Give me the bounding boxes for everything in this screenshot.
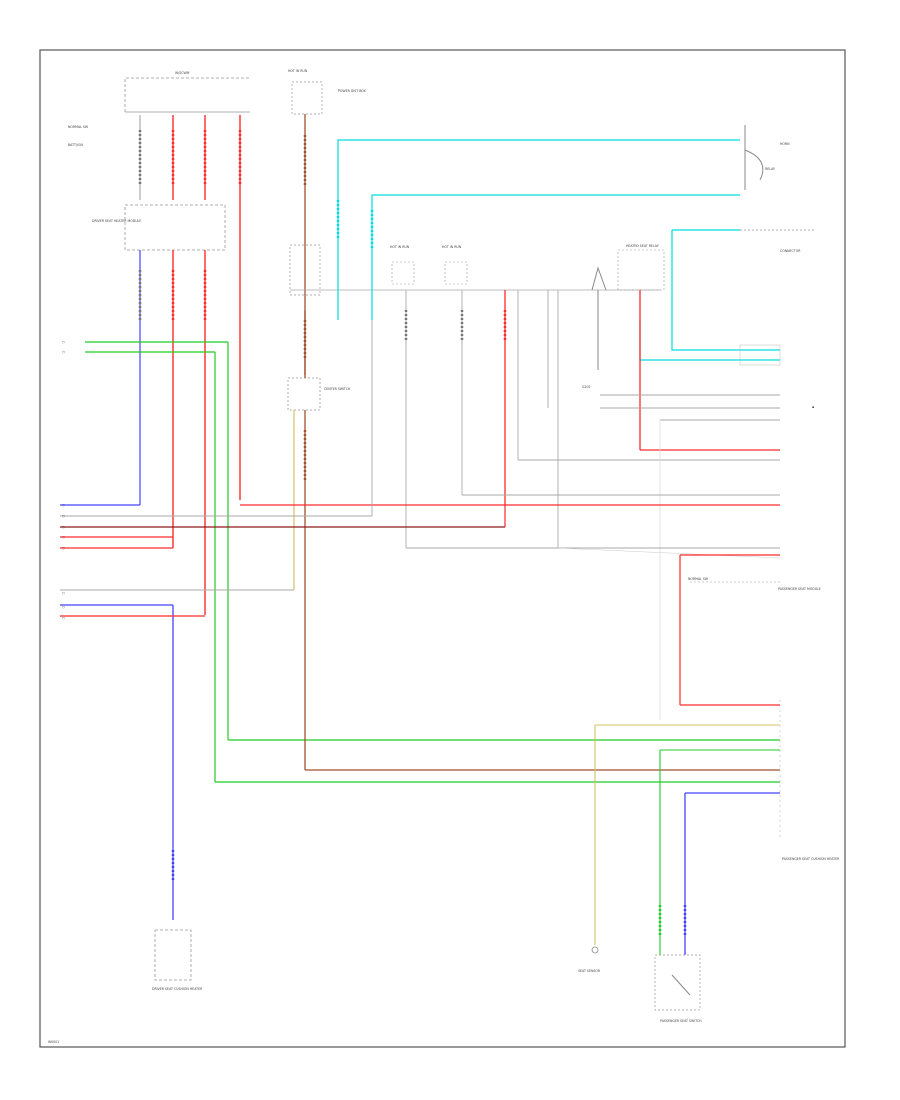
top-connector-label: POWER DIST BOX xyxy=(338,89,367,93)
driver-seat-heater-module: DRIVER SEAT CUSHION HEATER xyxy=(152,929,203,991)
ignition-label: NORMAL SW xyxy=(68,125,89,129)
seat-sensor-label: SEAT SENSOR xyxy=(578,969,601,973)
svg-text:○: ○ xyxy=(62,525,65,529)
fuse-a: HOT IN RUN xyxy=(390,245,415,548)
fuse-b-label: HOT IN RUN xyxy=(442,245,462,249)
svg-text:○: ○ xyxy=(62,340,65,344)
relay-label: RELAY xyxy=(765,167,775,171)
passenger-cushion-label: PASSENGER SEAT CUSHION HEATER xyxy=(782,857,840,861)
left-pin-labels: ○ ○ ○ ○ ○ ○ ○ ○ ○ ○ xyxy=(62,340,65,620)
ground-label: G202 xyxy=(582,385,591,389)
diagram-frame xyxy=(39,49,846,1048)
center-switch: CENTER SWITCH xyxy=(60,310,780,771)
top-fuse-label: HOT IN RUN xyxy=(288,69,308,73)
svg-text:○: ○ xyxy=(62,605,65,609)
svg-text:○: ○ xyxy=(62,514,65,518)
passenger-seat-module-label: PASSENGER SEAT MODULE xyxy=(778,587,821,591)
connector-right-top-label: CONNECTOR xyxy=(780,249,801,253)
right-connector-block: ▪ xyxy=(518,344,814,720)
seat-sensor: SEAT SENSOR xyxy=(578,946,601,973)
top-bracket-label: W/SCWM xyxy=(175,71,190,75)
svg-text:○: ○ xyxy=(62,350,65,354)
fuse-a-label: HOT IN RUN xyxy=(390,245,410,249)
svg-text:○: ○ xyxy=(62,616,65,620)
horn-relay: HORN RELAY CONNECTOR xyxy=(740,125,815,253)
cyan-wires xyxy=(336,139,780,361)
green-wires xyxy=(85,341,780,783)
passenger-switch-label: NORMAL SW xyxy=(688,577,709,581)
fuse-b: HOT IN RUN xyxy=(442,245,468,495)
top-center-fuse: HOT IN RUN POWER DIST BOX xyxy=(288,69,367,375)
top-wires xyxy=(138,115,242,500)
heated-seat-relay-label: HEATED SEAT RELAY xyxy=(626,244,659,248)
right-pin-marker: ▪ xyxy=(812,405,814,409)
passenger-seat-switch-label: PASSENGER SEAT SWITCH xyxy=(660,1019,702,1023)
center-switch-label: CENTER SWITCH xyxy=(324,387,351,391)
ignition-sublabel: BATT/IGN xyxy=(68,143,83,147)
driver-seat-heater-label: DRIVER SEAT CUSHION HEATER xyxy=(152,987,203,991)
blue-wire-path xyxy=(60,604,205,920)
passenger-seat-switch: PASSENGER SEAT SWITCH xyxy=(654,954,702,1023)
bottom-right-pins: PASSENGER SEAT CUSHION HEATER xyxy=(594,700,840,955)
left-control-module: DRIVER SEAT HEATER MODULE xyxy=(92,204,226,251)
passenger-seat-module: NORMAL SW PASSENGER SEAT MODULE xyxy=(679,554,821,706)
top-bracket: W/SCWM xyxy=(124,71,250,113)
horn-label: HORN xyxy=(780,142,790,146)
svg-text:○: ○ xyxy=(62,546,65,550)
left-control-module-label: DRIVER SEAT HEATER MODULE xyxy=(92,219,141,223)
svg-text:○: ○ xyxy=(62,503,65,507)
svg-text:○: ○ xyxy=(62,535,65,539)
svg-text:○: ○ xyxy=(62,591,65,595)
heated-seat-relay: HEATED SEAT RELAY G202 xyxy=(582,244,665,450)
middle-horizontals xyxy=(60,320,781,559)
corner-code: W0001 xyxy=(48,1040,59,1044)
